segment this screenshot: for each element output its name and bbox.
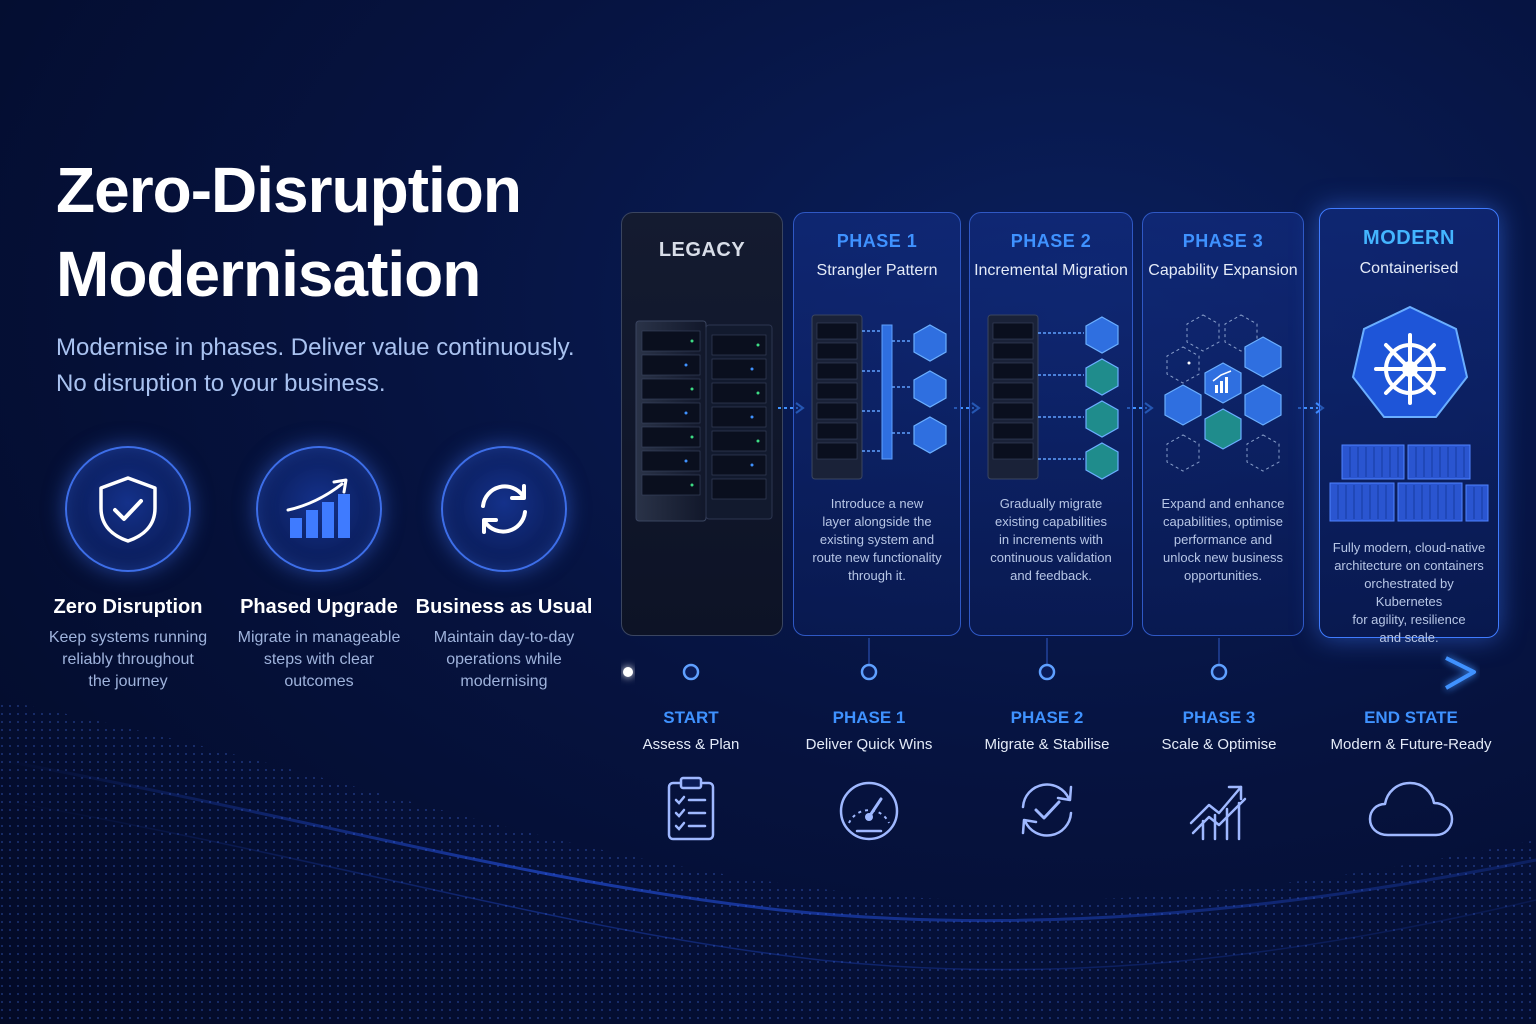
phase-desc-line: Fully modern, cloud-native (1332, 540, 1486, 555)
phase-desc-line: existing system and (819, 532, 935, 547)
kubernetes-containers-illustration (1329, 305, 1489, 522)
subtitle-line-2: No disruption to your business. (56, 370, 386, 397)
milestone-sub: Migrate & Stabilise (984, 736, 1110, 753)
milestone-label: START (663, 708, 719, 727)
clipboard-checklist-icon (667, 776, 715, 841)
pillar-circle (65, 446, 191, 572)
milestone-sub: Deliver Quick Wins (805, 736, 933, 753)
pillar-desc-line: reliably throughout (62, 651, 194, 668)
refresh-icon (481, 484, 527, 534)
pillar-circle (256, 446, 382, 572)
pillar-zero-disruption: Zero Disruption Keep systems running rel… (33, 446, 223, 693)
phase-desc-line: capabilities, optimise (1163, 514, 1283, 529)
pillar-title: Phased Upgrade (240, 596, 398, 618)
speedometer-icon (839, 781, 899, 841)
pillar-phased-upgrade: Phased Upgrade Migrate in manageable ste… (224, 446, 414, 693)
milestone-label: PHASE 2 (1010, 708, 1084, 727)
phase-desc-line: Gradually migrate (999, 496, 1103, 511)
phase-sublabel: Incremental Migration (974, 262, 1128, 279)
phase-desc-line: unlock new business (1163, 550, 1283, 565)
phase-desc: Fully modern, cloud-native architecture … (1330, 539, 1488, 647)
incremental-migration-illustration (987, 314, 1119, 480)
milestone-label: PHASE 1 (832, 708, 906, 727)
phase-desc-line: for agility, resilience (1352, 612, 1466, 627)
phase-desc-line: opportunities. (1183, 568, 1263, 583)
trending-up-icon (1189, 785, 1247, 841)
phase-desc-line: and scale. (1379, 630, 1439, 645)
pillar-desc-line: modernising (460, 673, 548, 690)
page-title: Zero-Disruption Modernisation (56, 148, 522, 316)
phase-card-modern: MODERN Containerised Fully modern, cloud… (1319, 208, 1499, 645)
phase-sublabel: Containerised (1359, 260, 1459, 277)
pillar-desc: Maintain day-to-day operations while mod… (409, 627, 599, 693)
phase-card-phase-1: PHASE 1 Strangler Pattern Introduce a ne… (793, 212, 961, 636)
phase-desc: Expand and enhance capabilities, optimis… (1153, 495, 1293, 585)
pillar-desc-line: Maintain day-to-day (433, 629, 575, 646)
phase-desc-line: continuous validation (990, 550, 1112, 565)
timeline-origin-dot (623, 667, 633, 677)
phase-label: LEGACY (658, 239, 746, 261)
milestone-phase-3: PHASE 3 Scale & Optimise (1124, 708, 1314, 850)
phase-desc: Introduce a new layer alongside the exis… (804, 495, 950, 585)
pillar-desc-line: Migrate in manageable (237, 629, 401, 646)
page-subtitle: Modernise in phases. Deliver value conti… (56, 330, 596, 402)
phase-desc-line: orchestrated by Kubernetes (1364, 576, 1454, 609)
title-line-2: Modernisation (56, 238, 481, 310)
milestone-start: START Assess & Plan (596, 708, 786, 850)
milestone-sub: Assess & Plan (642, 736, 740, 753)
milestone-end-state: END STATE Modern & Future-Ready (1316, 708, 1506, 850)
pillar-desc: Keep systems running reliably throughout… (33, 627, 223, 693)
phase-desc-line: through it. (848, 568, 906, 583)
phase-label: PHASE 3 (1182, 231, 1264, 251)
pillar-desc-line: operations while (446, 651, 562, 668)
growth-chart-icon (286, 478, 350, 538)
phase-sublabel: Capability Expansion (1148, 262, 1298, 279)
strangler-pattern-illustration (811, 314, 947, 480)
milestone-phase-1: PHASE 1 Deliver Quick Wins (774, 708, 964, 850)
timeline-node-phase-3 (1210, 663, 1228, 681)
pillar-desc: Migrate in manageable steps with clear o… (224, 627, 414, 693)
timeline-node-phase-1 (860, 663, 878, 681)
phase-desc-line: performance and (1173, 532, 1273, 547)
title-line-1: Zero-Disruption (56, 154, 522, 226)
phase-card-legacy: LEGACY (621, 212, 783, 636)
phase-desc-line: layer alongside the (822, 514, 932, 529)
pillar-title: Zero Disruption (53, 596, 203, 618)
sync-check-icon (1021, 783, 1073, 837)
phase-desc-line: Introduce a new (830, 496, 924, 511)
phase-label: PHASE 1 (836, 231, 918, 251)
milestone-phase-2: PHASE 2 Migrate & Stabilise (952, 708, 1142, 850)
milestone-label: END STATE (1364, 708, 1458, 727)
phase-card-phase-2: PHASE 2 Incremental Migration Gradually … (969, 212, 1133, 636)
milestone-label: PHASE 3 (1182, 708, 1256, 727)
timeline-arrowhead (1445, 656, 1476, 690)
server-rack-illustration (635, 320, 773, 522)
pillar-desc-line: outcomes (284, 673, 354, 690)
shield-check-icon (99, 476, 157, 543)
timeline-node-start (682, 663, 700, 681)
cloud-icon (1368, 781, 1454, 837)
phase-desc-line: route new functionality (812, 550, 942, 565)
milestone-sub: Modern & Future-Ready (1330, 736, 1492, 753)
phase-desc-line: in increments with (998, 532, 1104, 547)
pillar-desc-line: the journey (88, 673, 168, 690)
pillar-desc-line: steps with clear (263, 651, 375, 668)
phase-label: PHASE 2 (1010, 231, 1092, 251)
pillar-circle (441, 446, 567, 572)
phase-desc-line: Expand and enhance (1161, 496, 1285, 511)
subtitle-line-1: Modernise in phases. Deliver value conti… (56, 334, 575, 361)
phase-card-phase-3: PHASE 3 Capability Expansion Expand and … (1142, 212, 1304, 636)
capability-expansion-illustration (1164, 314, 1282, 472)
pillar-desc-line: Keep systems running (48, 629, 208, 646)
phase-desc-line: existing capabilities (994, 514, 1107, 529)
pillar-title: Business as Usual (415, 596, 593, 618)
phase-label: MODERN (1363, 227, 1455, 249)
phase-sublabel: Strangler Pattern (816, 262, 938, 279)
phase-desc-line: architecture on containers (1334, 558, 1484, 573)
timeline-node-phase-2 (1038, 663, 1056, 681)
phase-desc: Gradually migrate existing capabilities … (980, 495, 1122, 585)
pillar-business-as-usual: Business as Usual Maintain day-to-day op… (409, 446, 599, 693)
milestone-sub: Scale & Optimise (1161, 736, 1277, 753)
phase-desc-line: and feedback. (1010, 568, 1092, 583)
